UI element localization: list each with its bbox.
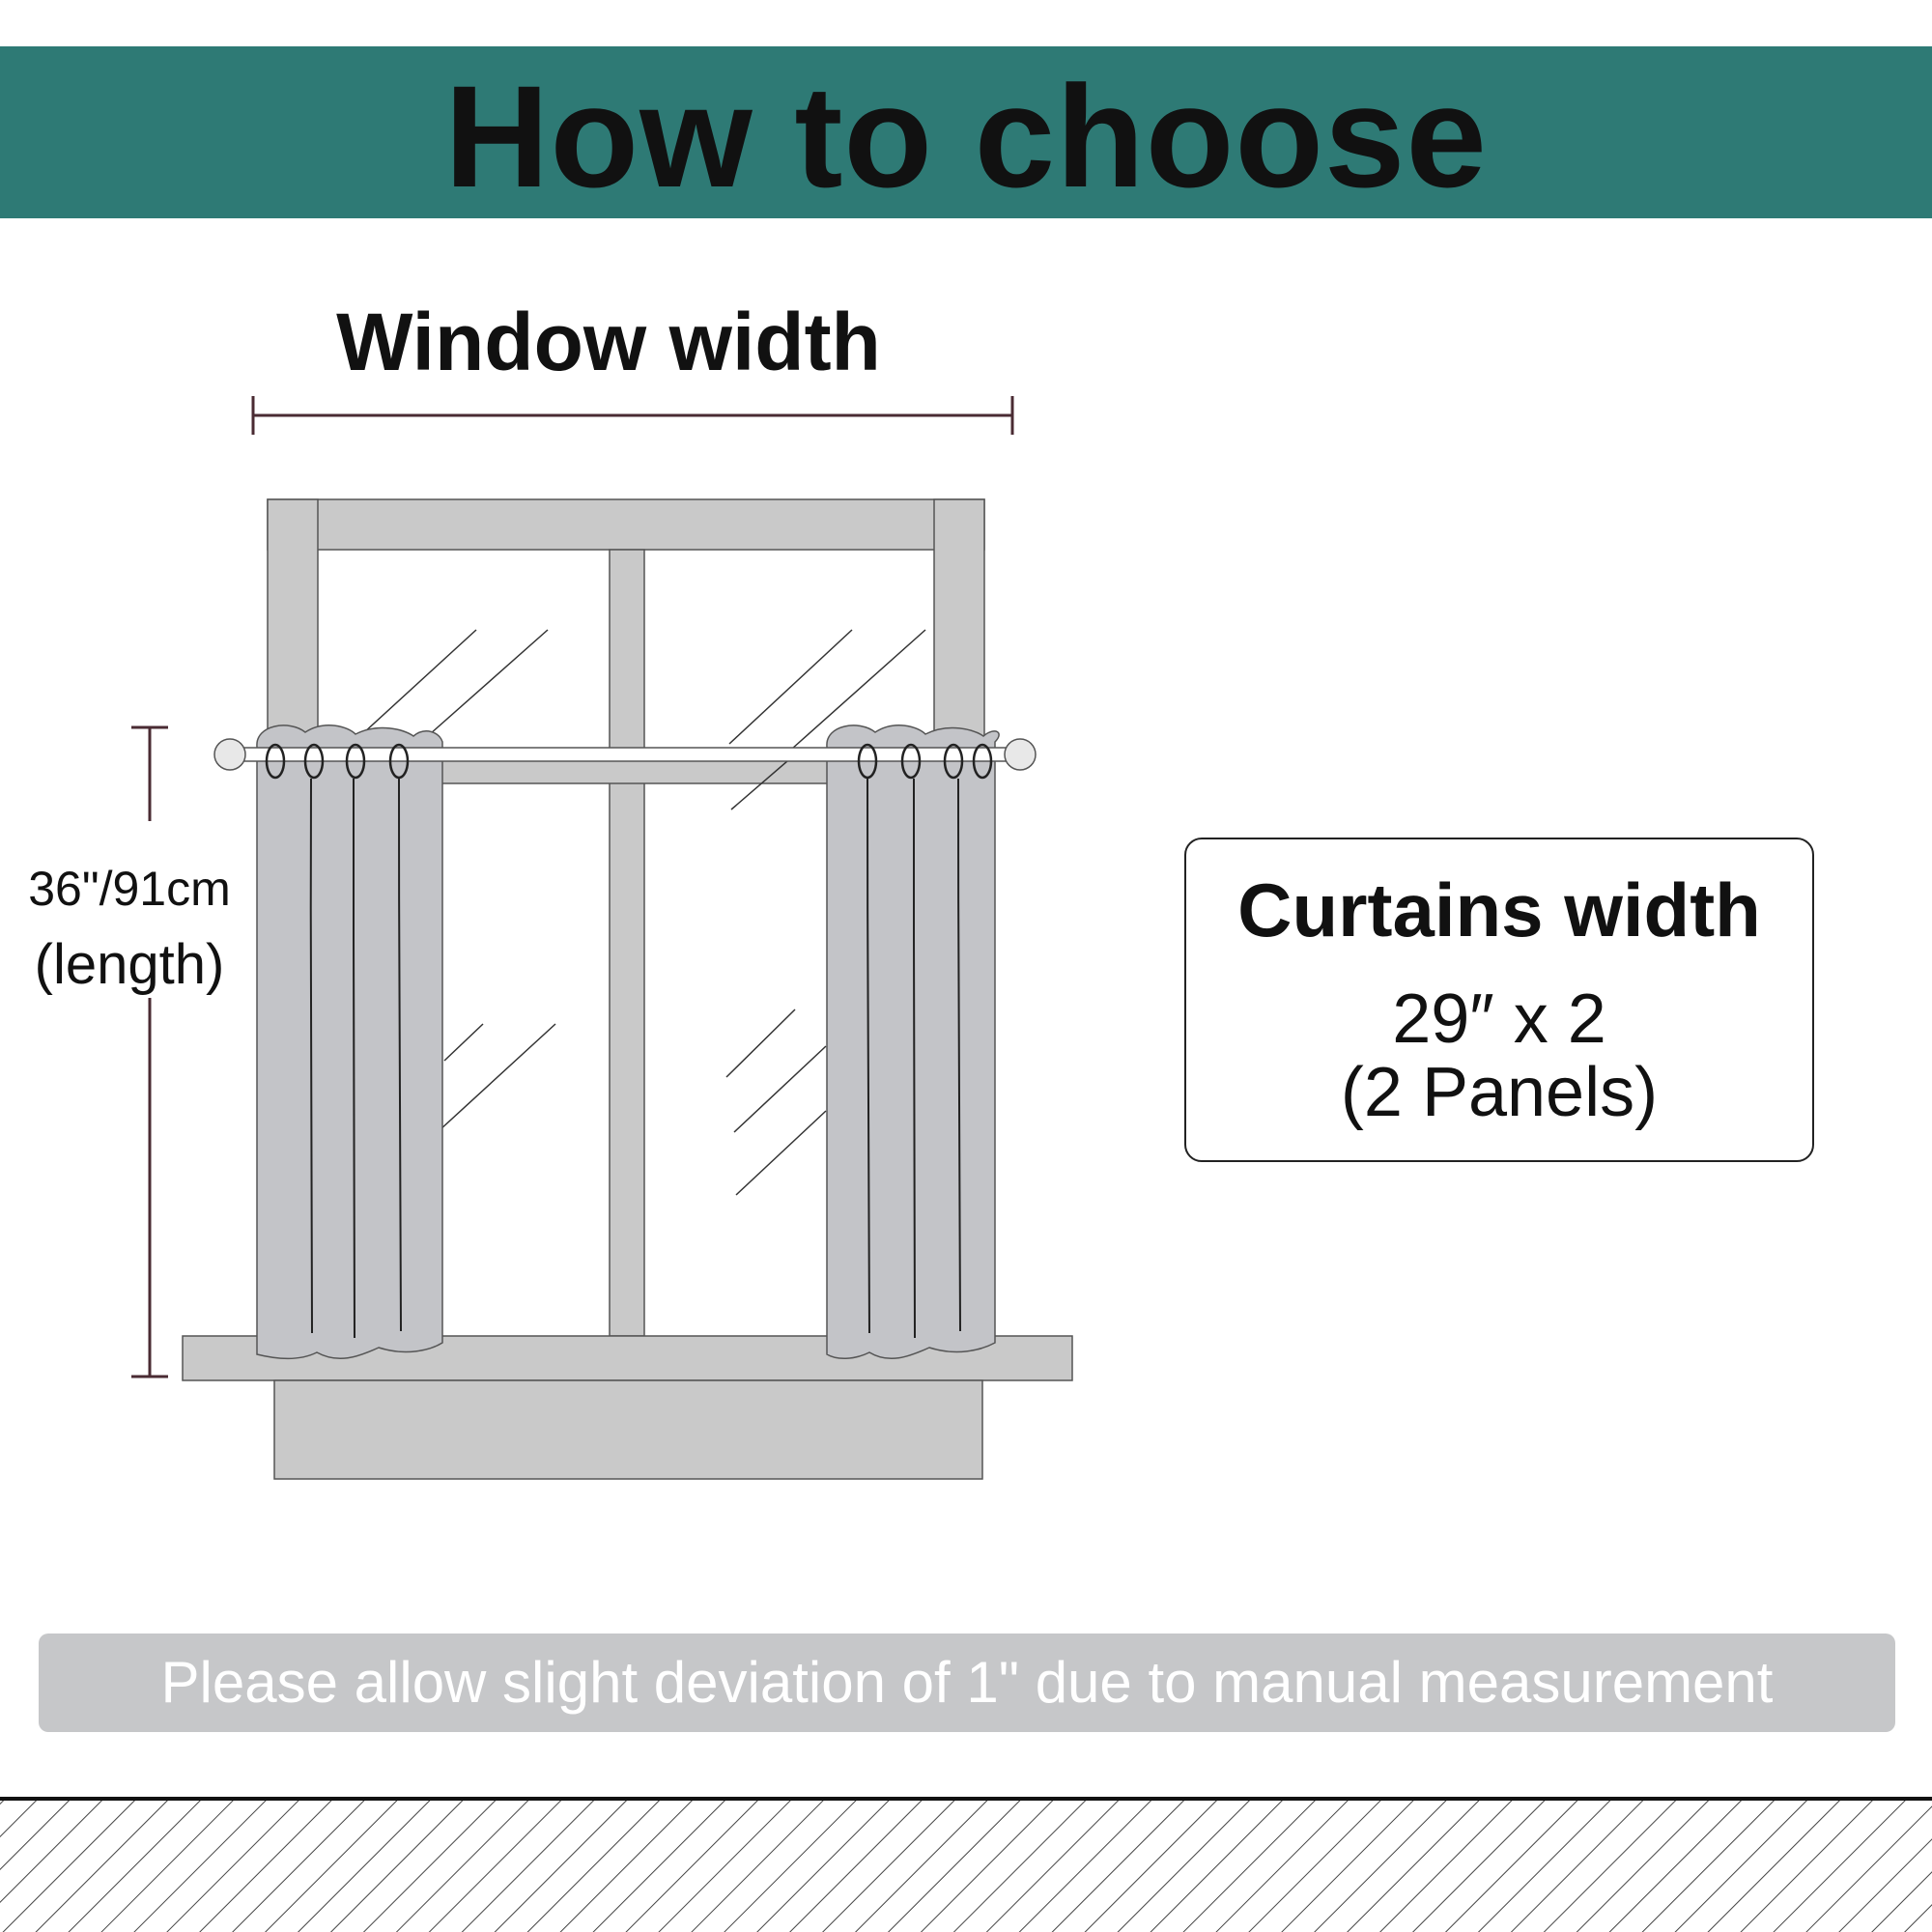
page-title: How to choose <box>444 55 1488 217</box>
curtains-width-title: Curtains width <box>1237 867 1761 952</box>
window-width-label: Window width <box>336 297 881 387</box>
length-measure-line <box>131 725 168 1378</box>
left-curtain-panel <box>256 724 443 1360</box>
rod-finial-left <box>213 738 246 771</box>
curtains-panels-count: (2 Panels) <box>1340 1054 1659 1131</box>
header-band: How to choose <box>0 46 1932 218</box>
right-curtain-panel <box>826 724 1000 1360</box>
glass-reflections <box>361 629 926 1196</box>
wall-panel <box>273 1379 983 1480</box>
rod-finial-right <box>1004 738 1037 771</box>
curtains-width-box: Curtains width 29″ x 2 (2 Panels) <box>1184 838 1814 1162</box>
length-label: 36"/91cm (length) <box>14 854 245 1006</box>
length-value: 36"/91cm <box>28 862 231 916</box>
curtains-width-value: 29″ x 2 <box>1392 980 1606 1058</box>
grommet-rings <box>265 743 993 780</box>
measurement-note-text: Please allow slight deviation of 1" due … <box>160 1650 1774 1715</box>
length-caption: (length) <box>34 932 225 996</box>
curtain-rod <box>213 738 1037 771</box>
measurement-note-bar: Please allow slight deviation of 1" due … <box>39 1634 1895 1732</box>
floor-hatch <box>0 1801 1932 1932</box>
window-width-measure-line <box>251 396 1014 435</box>
